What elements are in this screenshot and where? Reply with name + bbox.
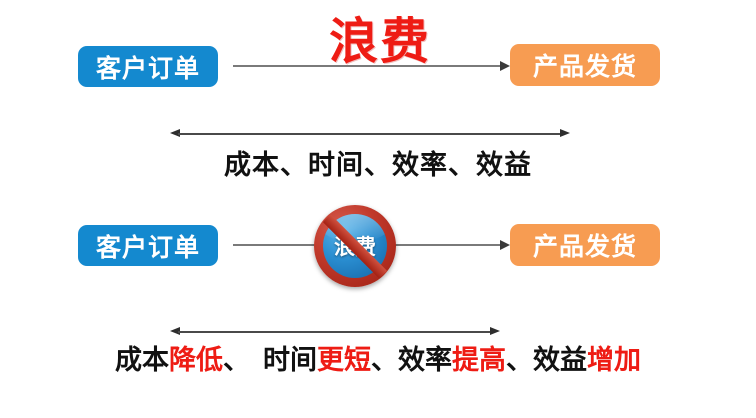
customer-order-label-row2: 客户订单 — [95, 233, 200, 262]
caption-row2-base: 效益 — [533, 345, 587, 375]
waste-word-row1: 浪费 — [328, 15, 431, 69]
measure-double-arrow-row2 — [170, 326, 500, 337]
caption-row2-highlight: 提高 — [452, 345, 506, 375]
flow-right-arrow-row1 — [233, 60, 510, 72]
product-shipment-label-row2: 产品发货 — [532, 233, 637, 261]
caption-row2-base: 时间 — [263, 345, 317, 375]
right-arrow-icon — [500, 61, 510, 71]
caption-row2-separator: 、 — [371, 345, 398, 375]
caption-row2-base: 成本 — [115, 345, 169, 375]
arrow-shaft — [233, 65, 501, 67]
product-shipment-label-row1: 产品发货 — [532, 53, 637, 81]
arrow-shaft — [178, 133, 562, 135]
no-waste-prohibition-icon: 浪费 — [314, 205, 396, 287]
customer-order-box-row1[interactable]: 客户订单 — [78, 46, 218, 87]
caption-row2-base: 效率 — [398, 345, 452, 375]
measure-double-arrow-row1 — [170, 128, 570, 139]
left-arrow-icon — [170, 129, 180, 137]
customer-order-label-row1: 客户订单 — [95, 54, 200, 83]
caption-row2: 成本降低、时间更短、效率提高、效益增加 — [0, 338, 756, 377]
caption-row2-highlight: 降低 — [169, 345, 223, 375]
caption-row2-separator: 、 — [223, 345, 250, 375]
caption-row2-separator: 、 — [506, 345, 533, 375]
customer-order-box-row2[interactable]: 客户订单 — [78, 225, 218, 266]
caption-row1: 成本、时间、效率、效益 — [0, 143, 756, 182]
product-shipment-box-row1[interactable]: 产品发货 — [510, 44, 660, 86]
caption-row2-highlight: 更短 — [317, 345, 371, 375]
product-shipment-box-row2[interactable]: 产品发货 — [510, 224, 660, 266]
right-arrow-icon — [500, 240, 510, 250]
left-arrow-icon — [170, 327, 180, 335]
right-arrow-icon — [490, 327, 500, 335]
caption-row2-highlight: 增加 — [587, 345, 641, 375]
caption-row1-text: 成本、时间、效率、效益 — [224, 150, 532, 180]
arrow-shaft — [178, 331, 492, 333]
right-arrow-icon — [560, 129, 570, 137]
